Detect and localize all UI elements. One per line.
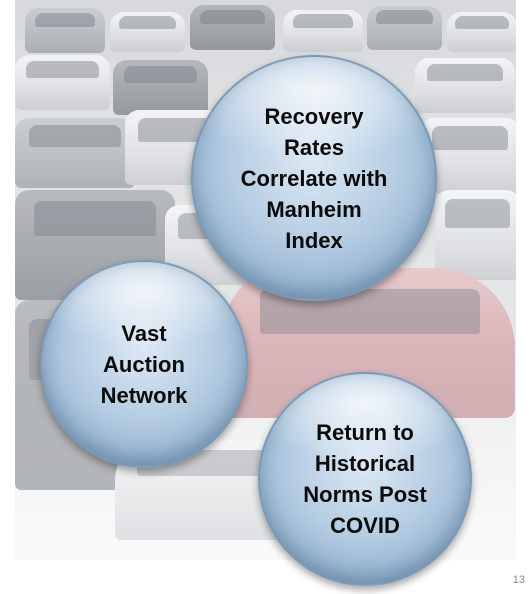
recovery-rates-label: Recovery Rates Correlate with Manheim In…	[240, 103, 388, 253]
auction-network-label: Vast Auction Network	[100, 320, 188, 408]
auction-network-bubble: Vast Auction Network	[40, 260, 248, 468]
page-number: 13	[512, 574, 525, 586]
recovery-rates-bubble: Recovery Rates Correlate with Manheim In…	[191, 55, 437, 301]
historical-norms-label: Return to Historical Norms Post COVID	[303, 420, 427, 538]
historical-norms-bubble: Return to Historical Norms Post COVID	[258, 372, 472, 586]
